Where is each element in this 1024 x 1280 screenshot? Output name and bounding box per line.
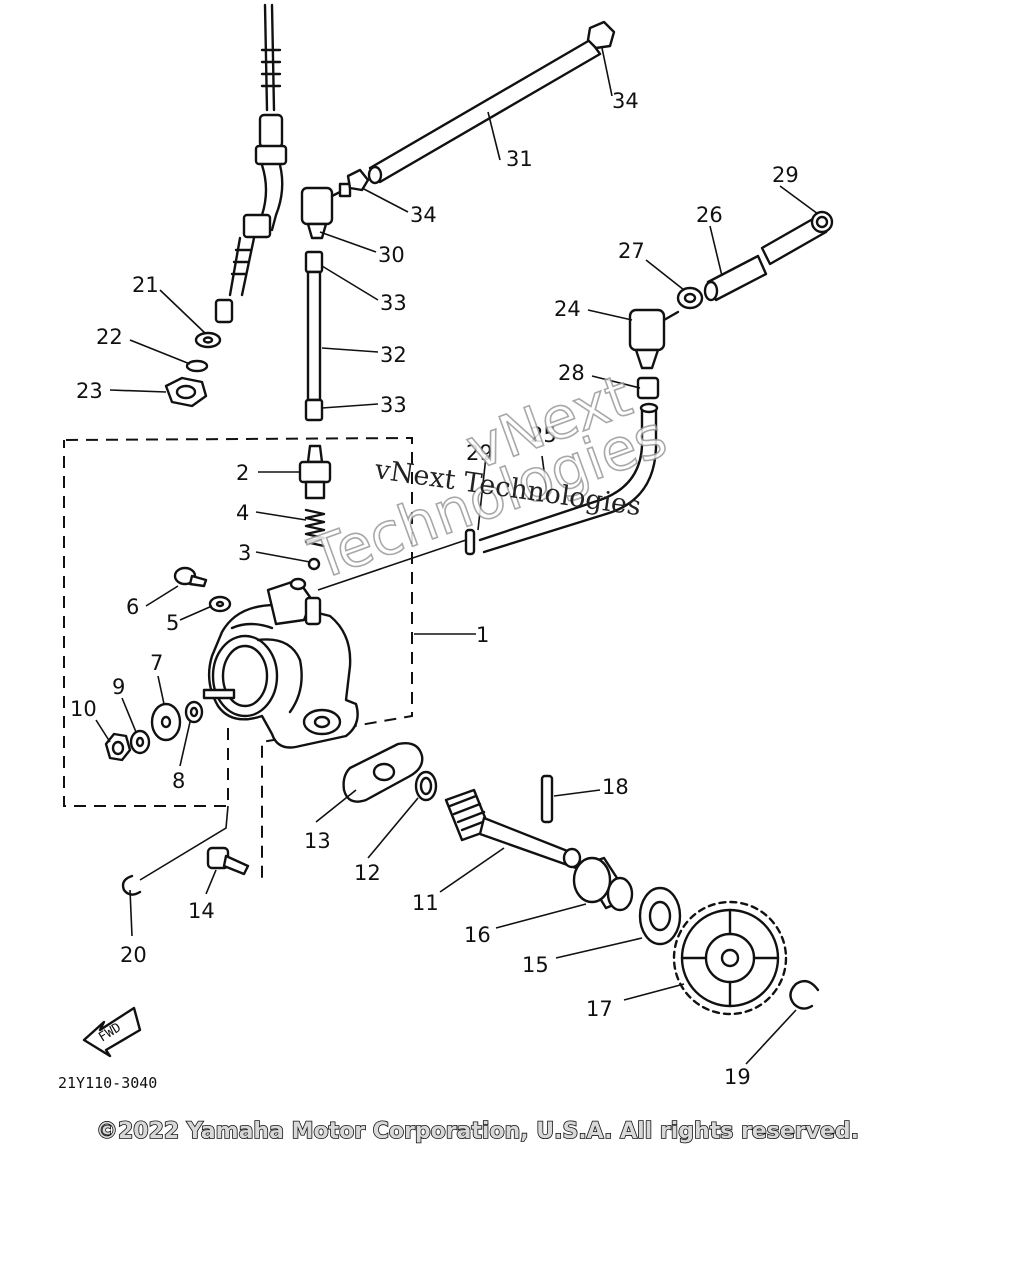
label-30: 30 bbox=[378, 243, 405, 267]
oil-pump-body bbox=[202, 577, 359, 749]
label-22: 22 bbox=[96, 325, 123, 349]
label-29-top: 29 bbox=[772, 163, 799, 187]
clamp-27 bbox=[676, 286, 704, 310]
gasket-13 bbox=[342, 742, 424, 803]
label-24: 24 bbox=[554, 297, 581, 321]
washer-22 bbox=[185, 359, 209, 373]
label-18: 18 bbox=[602, 775, 629, 799]
label-20: 20 bbox=[120, 943, 147, 967]
washer-5 bbox=[208, 595, 232, 613]
label-21: 21 bbox=[132, 273, 159, 297]
label-11: 11 bbox=[412, 891, 439, 915]
bolt-14 bbox=[206, 846, 250, 876]
label-14: 14 bbox=[188, 899, 215, 923]
hose-32 bbox=[306, 270, 322, 402]
leader-lines bbox=[95, 47, 819, 1065]
label-29-bottom: 29 bbox=[466, 441, 493, 465]
clip-20 bbox=[121, 874, 142, 896]
label-6: 6 bbox=[126, 595, 139, 619]
label-8: 8 bbox=[172, 769, 185, 793]
label-34-mid: 34 bbox=[410, 203, 437, 227]
pin-18 bbox=[540, 774, 554, 824]
label-12: 12 bbox=[354, 861, 381, 885]
clip-19 bbox=[789, 979, 820, 1010]
valve-2 bbox=[298, 444, 332, 500]
washer-8 bbox=[184, 700, 204, 724]
label-15: 15 bbox=[522, 953, 549, 977]
ball-3 bbox=[307, 557, 321, 571]
hose-25 bbox=[478, 402, 659, 554]
label-4: 4 bbox=[236, 501, 249, 525]
forward-arrow-icon: FWD bbox=[82, 1006, 142, 1058]
throttle-cable bbox=[214, 3, 288, 324]
banjo-fitting-30 bbox=[300, 182, 352, 240]
part-labels: 1 2 3 4 5 6 7 8 9 10 11 12 13 14 15 16 1… bbox=[70, 89, 799, 1089]
nut-10 bbox=[104, 732, 132, 762]
label-32: 32 bbox=[380, 343, 407, 367]
bearing-15 bbox=[638, 886, 682, 946]
clamp-33-top bbox=[304, 250, 324, 274]
nut-23 bbox=[164, 376, 208, 408]
washer-21 bbox=[194, 331, 222, 349]
label-17: 17 bbox=[586, 997, 613, 1021]
label-26: 26 bbox=[696, 203, 723, 227]
nut-34-top bbox=[586, 20, 616, 50]
clamp-33-bottom bbox=[304, 398, 324, 422]
part-code: 21Y110-3040 bbox=[58, 1074, 157, 1092]
drive-shaft-11 bbox=[444, 788, 582, 870]
plate-7 bbox=[150, 702, 182, 742]
washer-9 bbox=[129, 729, 151, 755]
nut-34-mid bbox=[346, 168, 370, 192]
clamp-28 bbox=[636, 376, 660, 400]
label-27: 27 bbox=[618, 239, 645, 263]
label-5: 5 bbox=[166, 611, 179, 635]
label-13: 13 bbox=[304, 829, 331, 853]
label-23: 23 bbox=[76, 379, 103, 403]
label-9: 9 bbox=[112, 675, 125, 699]
label-1: 1 bbox=[476, 623, 489, 647]
label-2: 2 bbox=[236, 461, 249, 485]
watermark: vNext Technologies vNext Technologies bbox=[300, 361, 676, 595]
gear-17 bbox=[672, 900, 788, 1016]
collar-16 bbox=[572, 856, 634, 912]
bolt-6 bbox=[173, 566, 208, 588]
copyright-notice: ©2022 Yamaha Motor Corporation, U.S.A. A… bbox=[96, 1119, 859, 1144]
label-25: 25 bbox=[530, 423, 557, 447]
label-33-top: 33 bbox=[380, 291, 407, 315]
oring-12 bbox=[414, 770, 438, 802]
hose-26 bbox=[703, 254, 768, 302]
label-7: 7 bbox=[150, 651, 163, 675]
label-28: 28 bbox=[558, 361, 585, 385]
label-19: 19 bbox=[724, 1065, 751, 1089]
label-33-bottom: 33 bbox=[380, 393, 407, 417]
hose-31 bbox=[367, 38, 602, 185]
pump-assembly-outline bbox=[63, 436, 413, 880]
clip-29-bottom bbox=[464, 528, 476, 556]
pipe-29-top bbox=[760, 210, 834, 266]
label-31: 31 bbox=[506, 147, 533, 171]
banjo-fitting-24 bbox=[628, 308, 680, 370]
label-34-top: 34 bbox=[612, 89, 639, 113]
label-16: 16 bbox=[464, 923, 491, 947]
spring-4 bbox=[304, 508, 326, 548]
label-10: 10 bbox=[70, 697, 97, 721]
label-3: 3 bbox=[238, 541, 251, 565]
